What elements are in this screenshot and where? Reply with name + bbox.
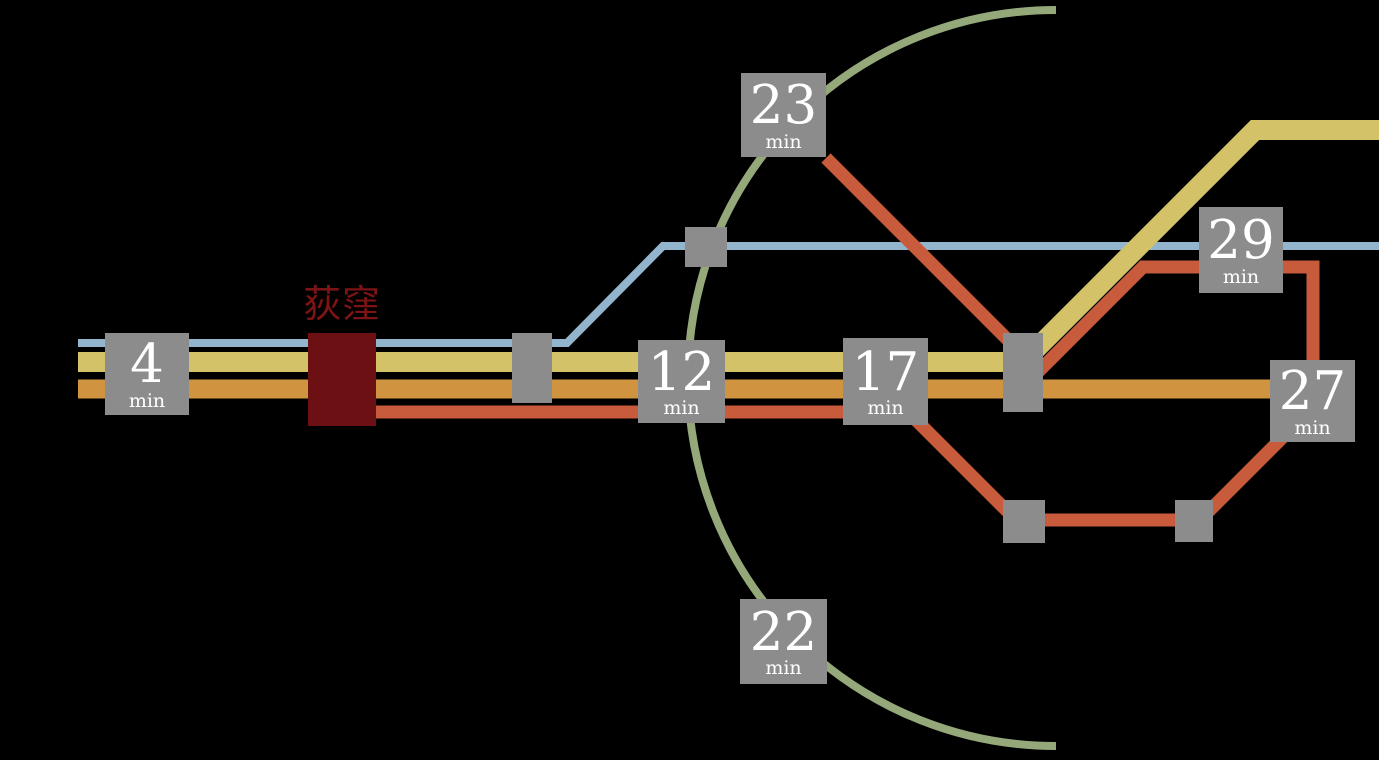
station-marker-loop-right — [1175, 500, 1213, 542]
time-value: 23 — [749, 75, 818, 137]
time-unit: min — [663, 397, 700, 420]
time-badge-12min: 12 min — [638, 340, 725, 423]
time-unit: min — [765, 130, 802, 153]
time-badge-4min: 4 min — [105, 333, 189, 415]
time-value: 27 — [1278, 361, 1347, 423]
station-marker-blue-branch — [685, 227, 727, 267]
time-badge-27min: 27 min — [1270, 360, 1355, 442]
red-line-lower-branch — [342, 405, 1305, 527]
time-value: 12 — [647, 341, 716, 403]
time-value: 17 — [851, 341, 920, 403]
time-badge-17min: 17 min — [843, 338, 928, 425]
time-unit: min — [128, 389, 166, 412]
time-value: 4 — [130, 334, 164, 396]
station-marker-bundle — [512, 333, 552, 403]
origin-station-box — [308, 333, 376, 426]
time-badge-22min: 22 min — [740, 599, 827, 684]
time-badge-29min: 29 min — [1199, 207, 1283, 293]
station-marker-junction — [1003, 333, 1043, 412]
time-unit: min — [867, 397, 904, 420]
time-unit: min — [765, 657, 802, 680]
time-unit: min — [1222, 265, 1260, 288]
time-value: 22 — [749, 601, 818, 663]
time-value: 29 — [1207, 210, 1275, 272]
origin-station-label: 荻窪 — [302, 282, 381, 326]
time-badge-23min: 23 min — [741, 73, 826, 157]
time-unit: min — [1294, 416, 1331, 439]
station-marker-loop-left — [1003, 500, 1045, 543]
